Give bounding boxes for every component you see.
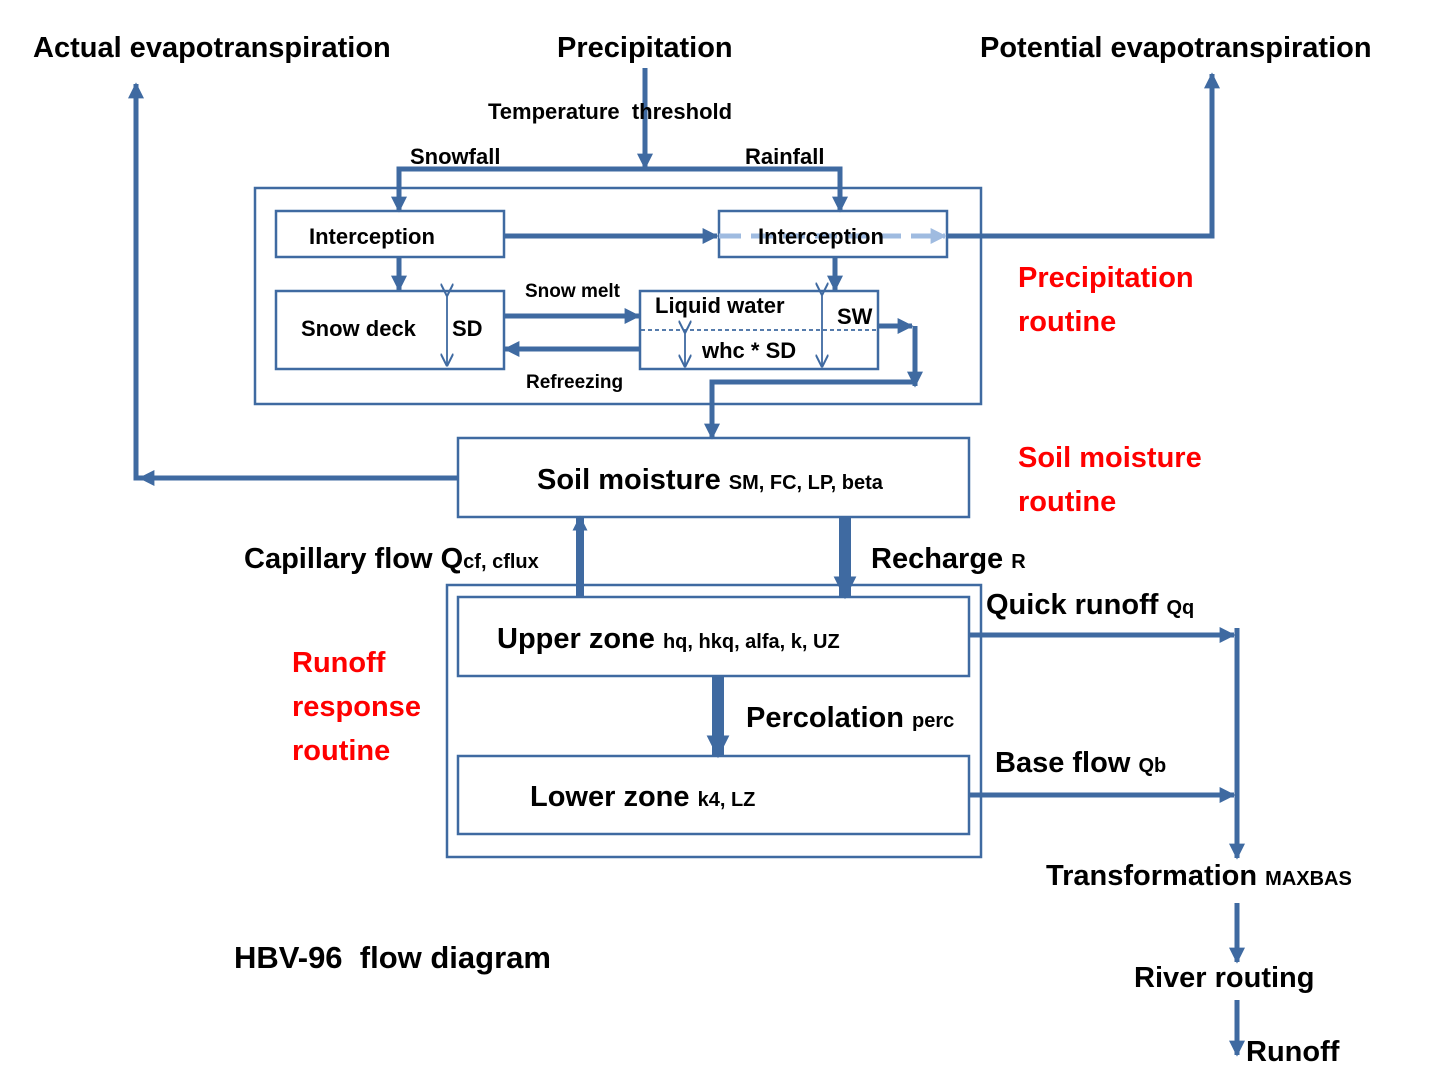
recharge-label: Recharge R — [871, 545, 1026, 574]
river-routing-label: River routing — [1134, 962, 1315, 994]
whc-sd-label: whc * SD — [702, 338, 797, 363]
temperature-threshold-label: Temperature threshold — [488, 99, 733, 124]
transformation-title: Transformation — [1046, 860, 1258, 892]
recharge-title: Recharge — [871, 543, 1004, 575]
percolation-sub: perc — [912, 710, 955, 732]
snow-deck-box — [274, 289, 506, 371]
liquid-water-label: Liquid water — [655, 293, 785, 318]
rainfall-arrow — [645, 166, 849, 213]
capillary-flow-sub: cf, cflux — [463, 551, 539, 573]
upper-zone-params: hq, hkq, alfa, k, UZ — [662, 631, 840, 653]
capillary-flow-title: Capillary flow Q — [244, 543, 464, 575]
interception-left-label: Interception — [309, 224, 435, 249]
potential-et-label: Potential evapotranspiration — [980, 32, 1372, 64]
snowfall-arrow — [390, 166, 645, 213]
actual-et-label: Actual evapotranspiration — [33, 32, 391, 64]
soil-moisture-routine-label: Soil moisture routine — [1018, 442, 1202, 519]
potential-et-arrow — [947, 72, 1221, 239]
base-flow-title: Base flow — [995, 747, 1131, 779]
actual-et-arrow — [127, 82, 458, 481]
to-soil-moisture-arrow — [703, 379, 915, 440]
interception-right-label: Interception — [758, 224, 884, 249]
soil-moisture-label: Soil moisture SM, FC, LP, beta — [537, 466, 883, 495]
transformation-label: Transformation MAXBAS — [1046, 862, 1352, 891]
rainfall-label: Rainfall — [745, 144, 825, 169]
base-flow-sub: Qb — [1138, 755, 1167, 777]
runoff-response-routine-label: Runoff response routine — [292, 647, 421, 768]
refreezing-label: Refreezing — [526, 372, 624, 393]
upper-zone-box — [456, 595, 971, 678]
quick-runoff-title: Quick runoff — [986, 589, 1159, 621]
sw-label: SW — [837, 304, 873, 329]
quick-runoff-label: Quick runoff Qq — [986, 591, 1194, 620]
capillary-flow-label: Capillary flow Qcf, cflux — [244, 545, 539, 574]
soil-moisture-params: SM, FC, LP, beta — [728, 472, 883, 494]
recharge-sub: R — [1011, 551, 1026, 573]
sd-label: SD — [452, 316, 483, 341]
base-flow-label: Base flow Qb — [995, 749, 1166, 778]
runoff-label: Runoff — [1246, 1036, 1340, 1068]
lower-zone-params: k4, LZ — [697, 789, 756, 811]
upper-zone-label: Upper zone hq, hkq, alfa, k, UZ — [497, 625, 840, 654]
percolation-title: Percolation — [746, 702, 904, 734]
lower-zone-box — [456, 754, 971, 836]
upper-zone-title: Upper zone — [497, 623, 655, 655]
snowfall-label: Snowfall — [410, 144, 501, 169]
lower-zone-title: Lower zone — [530, 781, 690, 813]
runoff-response-routine-box — [445, 583, 983, 859]
transformation-sub: MAXBAS — [1265, 868, 1352, 890]
percolation-label: Percolation perc — [746, 704, 954, 733]
lower-zone-label: Lower zone k4, LZ — [530, 783, 755, 812]
precipitation-routine-box — [253, 186, 983, 406]
soil-moisture-title: Soil moisture — [537, 464, 721, 496]
snow-melt-label: Snow melt — [525, 281, 621, 302]
precipitation-label: Precipitation — [557, 32, 733, 64]
precipitation-routine-label: Precipitation routine — [1018, 262, 1194, 339]
diagram-title: HBV-96 flow diagram — [234, 940, 551, 975]
quick-runoff-sub: Qq — [1166, 597, 1195, 619]
snow-deck-label: Snow deck — [301, 316, 416, 341]
